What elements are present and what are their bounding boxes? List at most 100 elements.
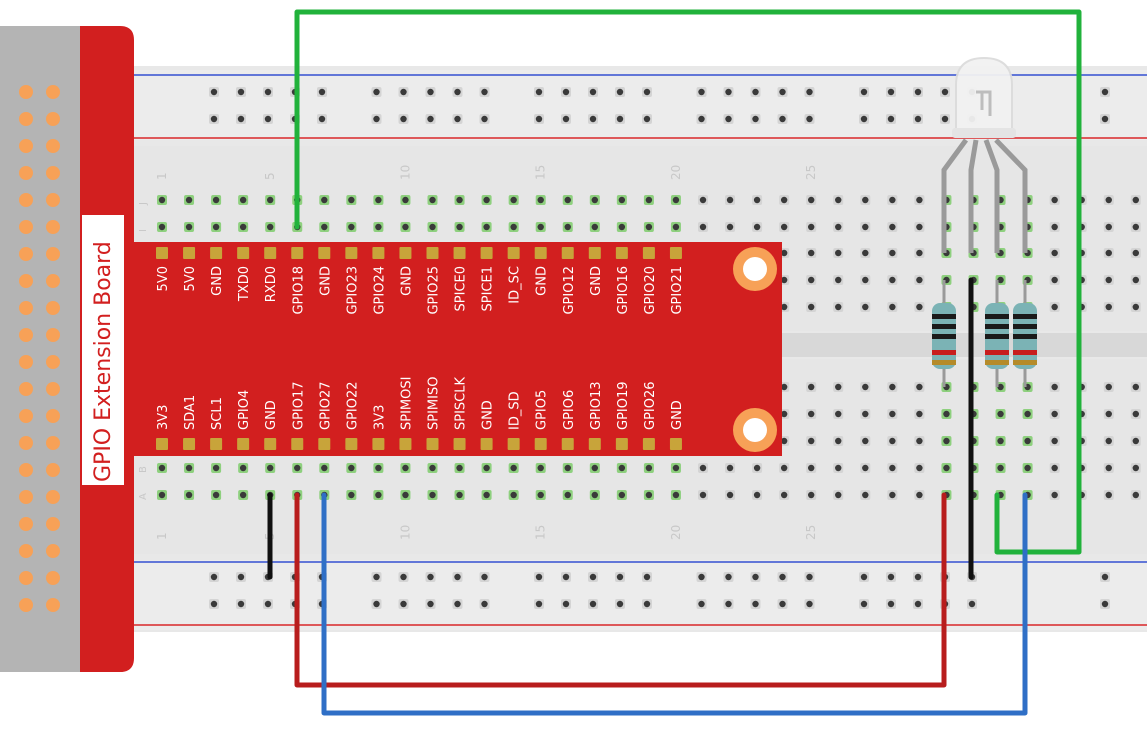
breadboard-hole <box>808 303 815 311</box>
board-pin-bottom <box>507 438 520 450</box>
rail-hole <box>725 573 732 581</box>
board-pin-top <box>453 247 466 259</box>
rail-hole <box>1101 600 1109 608</box>
breadboard-hole <box>835 196 842 204</box>
header-pin <box>46 409 60 423</box>
pin-label-bottom: 3V3 <box>156 405 171 430</box>
board-pin-top <box>669 247 682 259</box>
breadboard-hole <box>672 196 680 204</box>
mounting-hole-bottom-inner <box>743 418 767 442</box>
rail-hole <box>589 115 597 123</box>
header-pin <box>19 436 33 450</box>
breadboard-hole <box>808 383 815 391</box>
breadboard-hole <box>158 464 166 472</box>
breadboard-hole <box>321 196 328 204</box>
pin-label-bottom: GND <box>264 400 279 430</box>
board-pin-bottom <box>372 438 385 450</box>
breadboard-hole <box>294 464 301 472</box>
breadboard-hole <box>889 410 896 418</box>
blue-wire <box>321 492 1028 716</box>
header-pin <box>19 328 33 342</box>
breadboard-hole <box>1105 276 1112 284</box>
header-pin <box>19 544 33 558</box>
board-pin-top <box>399 247 412 259</box>
rail-hole <box>860 115 868 123</box>
breadboard-hole <box>239 464 247 472</box>
rail-hole <box>941 115 949 123</box>
breadboard-hole <box>780 491 788 499</box>
breadboard-hole <box>239 491 247 499</box>
breadboard-hole <box>402 223 409 231</box>
pin-label-bottom: GPIO17 <box>291 381 306 430</box>
breadboard-hole <box>1024 437 1031 445</box>
pin-label-top: GPIO24 <box>372 266 387 315</box>
board-pin-bottom <box>669 438 682 450</box>
pin-label-top: GPIO25 <box>427 266 442 315</box>
breadboard-hole <box>1105 491 1112 499</box>
header-pin <box>46 85 60 99</box>
rail-hole <box>914 88 922 96</box>
resistor-band <box>1013 324 1037 329</box>
pin-label-top: SPICE1 <box>481 266 496 312</box>
breadboard-hole <box>835 491 842 499</box>
breadboard-hole <box>537 464 544 472</box>
pin-label-top: GND <box>318 266 333 296</box>
pin-label-top: GPIO20 <box>643 266 658 315</box>
rail-hole <box>400 115 407 123</box>
header-pin <box>19 301 33 315</box>
rail-hole <box>454 88 461 96</box>
resistor-band <box>1013 314 1037 319</box>
breadboard-hole <box>375 491 382 499</box>
column-number: 20 <box>669 525 683 540</box>
breadboard-hole <box>916 223 923 231</box>
header-pin <box>19 247 33 261</box>
breadboard-hole <box>862 383 869 391</box>
breadboard-hole <box>185 223 193 231</box>
breadboard-hole <box>1051 196 1058 204</box>
header-pin <box>46 463 60 477</box>
breadboard-hole <box>375 223 382 231</box>
breadboard-hole <box>889 223 896 231</box>
resistor-band <box>985 350 1009 355</box>
led-leg-green <box>983 139 1000 253</box>
header-pin <box>19 571 33 585</box>
breadboard-hole <box>889 437 896 445</box>
breadboard-hole <box>672 464 680 472</box>
breadboard-hole <box>158 491 166 499</box>
breadboard-hole <box>753 464 761 472</box>
rail-hole <box>318 88 326 96</box>
breadboard-hole <box>185 464 193 472</box>
breadboard-hole <box>862 410 869 418</box>
row-letter: B <box>138 466 149 473</box>
breadboard-hole <box>862 491 869 499</box>
rail-hole <box>400 600 407 608</box>
column-number: 5 <box>263 172 277 180</box>
breadboard-hole <box>916 437 923 445</box>
led-leg-red <box>941 138 969 253</box>
rail-hole <box>643 573 651 581</box>
breadboard-hole <box>429 196 436 204</box>
pin-label-top: ID_SC <box>508 266 523 304</box>
breadboard-hole <box>780 223 788 231</box>
breadboard-hole <box>916 464 923 472</box>
rail-hole <box>941 88 949 96</box>
breadboard-hole <box>483 491 490 499</box>
breadboard-hole <box>808 437 815 445</box>
breadboard-hole <box>997 410 1004 418</box>
column-number: 10 <box>398 165 412 180</box>
breadboard-hole <box>780 383 788 391</box>
rail-hole <box>698 600 705 608</box>
breadboard-hole <box>1024 410 1031 418</box>
resistor-band <box>1013 360 1037 365</box>
breadboard-hole <box>780 303 788 311</box>
breadboard-hole <box>916 410 923 418</box>
breadboard-hole <box>429 223 436 231</box>
breadboard-hole <box>375 196 382 204</box>
rail-hole <box>698 115 705 123</box>
pin-label-top: 5V0 <box>156 266 171 291</box>
breadboard-hole <box>402 196 409 204</box>
breadboard-hole <box>1132 464 1140 472</box>
breadboard-hole <box>1051 383 1058 391</box>
